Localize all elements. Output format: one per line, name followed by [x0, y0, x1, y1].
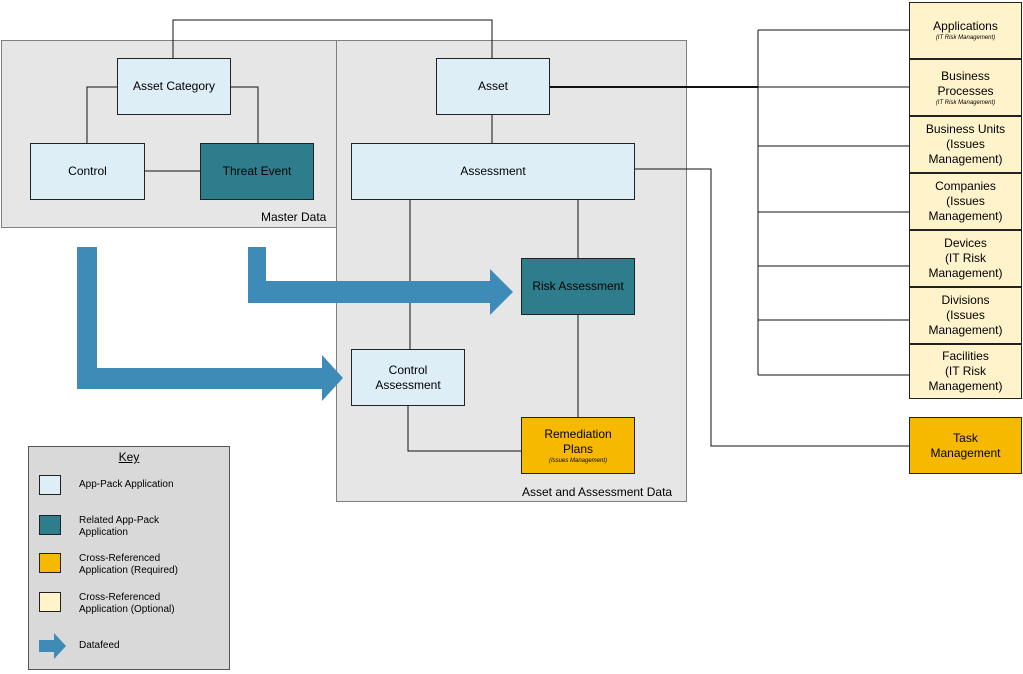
line-control-remediation: [407, 406, 521, 452]
line-category-control: [86, 86, 117, 143]
legend-swatch-related-app-pack: [39, 515, 61, 535]
asset-category-label: Asset Category: [132, 79, 216, 93]
risk-assessment-box[interactable]: Risk Assessment: [521, 258, 635, 315]
legend-swatch-cross-optional: [39, 592, 61, 612]
facilities-box[interactable]: Facilities (IT Risk Management): [909, 344, 1022, 399]
devices-label-line2: (IT Risk: [944, 251, 987, 265]
legend-text-app-pack: App-Pack Application: [79, 479, 174, 490]
control-box[interactable]: Control: [30, 143, 145, 200]
business-processes-box[interactable]: Business Processes (IT Risk Management): [909, 59, 1022, 116]
legend-key: Key App-Pack Application Related App-Pac…: [28, 446, 230, 670]
business-units-label-line2: (Issues: [946, 137, 985, 151]
datafeed-arrow-threat-to-risk: [248, 247, 513, 315]
legend-text-optional-line1: Cross-Referenced: [79, 592, 161, 603]
applications-label: Applications: [933, 19, 998, 33]
asset-box[interactable]: Asset: [436, 58, 550, 115]
business-processes-note: (IT Risk Management): [935, 99, 996, 106]
task-management-label-line1: Task: [953, 430, 978, 445]
legend-text-required-line1: Cross-Referenced: [79, 553, 161, 564]
legend-swatch-cross-required: [39, 553, 61, 573]
legend-datafeed-arrow-icon: [39, 633, 66, 659]
control-label: Control: [68, 164, 107, 178]
remediation-plans-label-line1: Remediation: [544, 426, 612, 441]
business-processes-label-line1: Business: [941, 68, 990, 83]
legend-text-related-line1: Related App-Pack: [79, 515, 160, 526]
legend-title: Key: [118, 450, 140, 464]
legend-text-datafeed: Datafeed: [79, 640, 120, 651]
companies-label-line2: (Issues: [946, 194, 985, 208]
control-assessment-label-line2: Assessment: [375, 377, 441, 392]
task-management-label-line2: Management: [930, 445, 1001, 460]
devices-box[interactable]: Devices (IT Risk Management): [909, 230, 1022, 287]
control-assessment-box[interactable]: Control Assessment: [351, 349, 465, 406]
line-category-threat: [230, 86, 259, 143]
master-data-label: Master Data: [261, 210, 327, 224]
devices-label-line1: Devices: [944, 236, 987, 250]
threat-event-label: Threat Event: [222, 164, 292, 178]
remediation-plans-label-line2: Plans: [562, 441, 594, 456]
legend-text-optional-line2: Application (Optional): [79, 604, 175, 615]
remediation-plans-note: (Issues Management): [548, 457, 608, 464]
task-management-box[interactable]: Task Management: [909, 417, 1022, 474]
legend-text-cross-required: Cross-Referenced Application (Required): [79, 553, 219, 577]
asset-label: Asset: [477, 79, 508, 93]
threat-event-box[interactable]: Threat Event: [200, 143, 314, 200]
companies-label-line3: Management): [928, 209, 1003, 223]
business-units-box[interactable]: Business Units (Issues Management): [909, 116, 1022, 173]
facilities-label-line1: Facilities: [942, 349, 989, 363]
assessment-box[interactable]: Assessment: [351, 143, 635, 200]
devices-label-line3: Management): [928, 266, 1003, 280]
legend-text-cross-optional: Cross-Referenced Application (Optional): [79, 592, 219, 616]
control-assessment-label-line1: Control: [388, 362, 428, 377]
facilities-label-line2: (IT Risk: [944, 364, 987, 378]
legend-text-related-line2: Application: [79, 527, 128, 538]
applications-box[interactable]: Applications (IT Risk Management): [909, 2, 1022, 59]
business-units-label-line1: Business Units: [925, 122, 1006, 136]
legend-text-related-app-pack: Related App-Pack Application: [79, 515, 219, 539]
asset-category-box[interactable]: Asset Category: [117, 58, 231, 115]
divisions-box[interactable]: Divisions (Issues Management): [909, 287, 1022, 344]
legend-text-required-line2: Application (Required): [79, 565, 178, 576]
companies-box[interactable]: Companies (Issues Management): [909, 173, 1022, 230]
divisions-label-line3: Management): [928, 323, 1003, 337]
applications-note: (IT Risk Management): [935, 35, 996, 41]
divisions-label-line1: Divisions: [941, 293, 990, 307]
divisions-label-line2: (Issues: [946, 308, 985, 322]
datafeed-arrow-control-to-control-assessment: [77, 247, 343, 401]
facilities-label-line3: Management): [928, 379, 1003, 393]
business-units-label-line3: Management): [928, 152, 1003, 166]
asset-assessment-data-label: Asset and Assessment Data: [522, 485, 673, 499]
line-assessment-task: [635, 168, 909, 447]
remediation-plans-box[interactable]: Remediation Plans (Issues Management): [521, 417, 635, 474]
companies-label-line1: Companies: [935, 179, 996, 193]
risk-assessment-label: Risk Assessment: [532, 279, 624, 293]
assessment-label: Assessment: [460, 164, 526, 178]
line-category-asset: [172, 19, 493, 58]
legend-swatch-app-pack: [39, 475, 61, 495]
business-processes-label-line2: Processes: [937, 83, 994, 98]
